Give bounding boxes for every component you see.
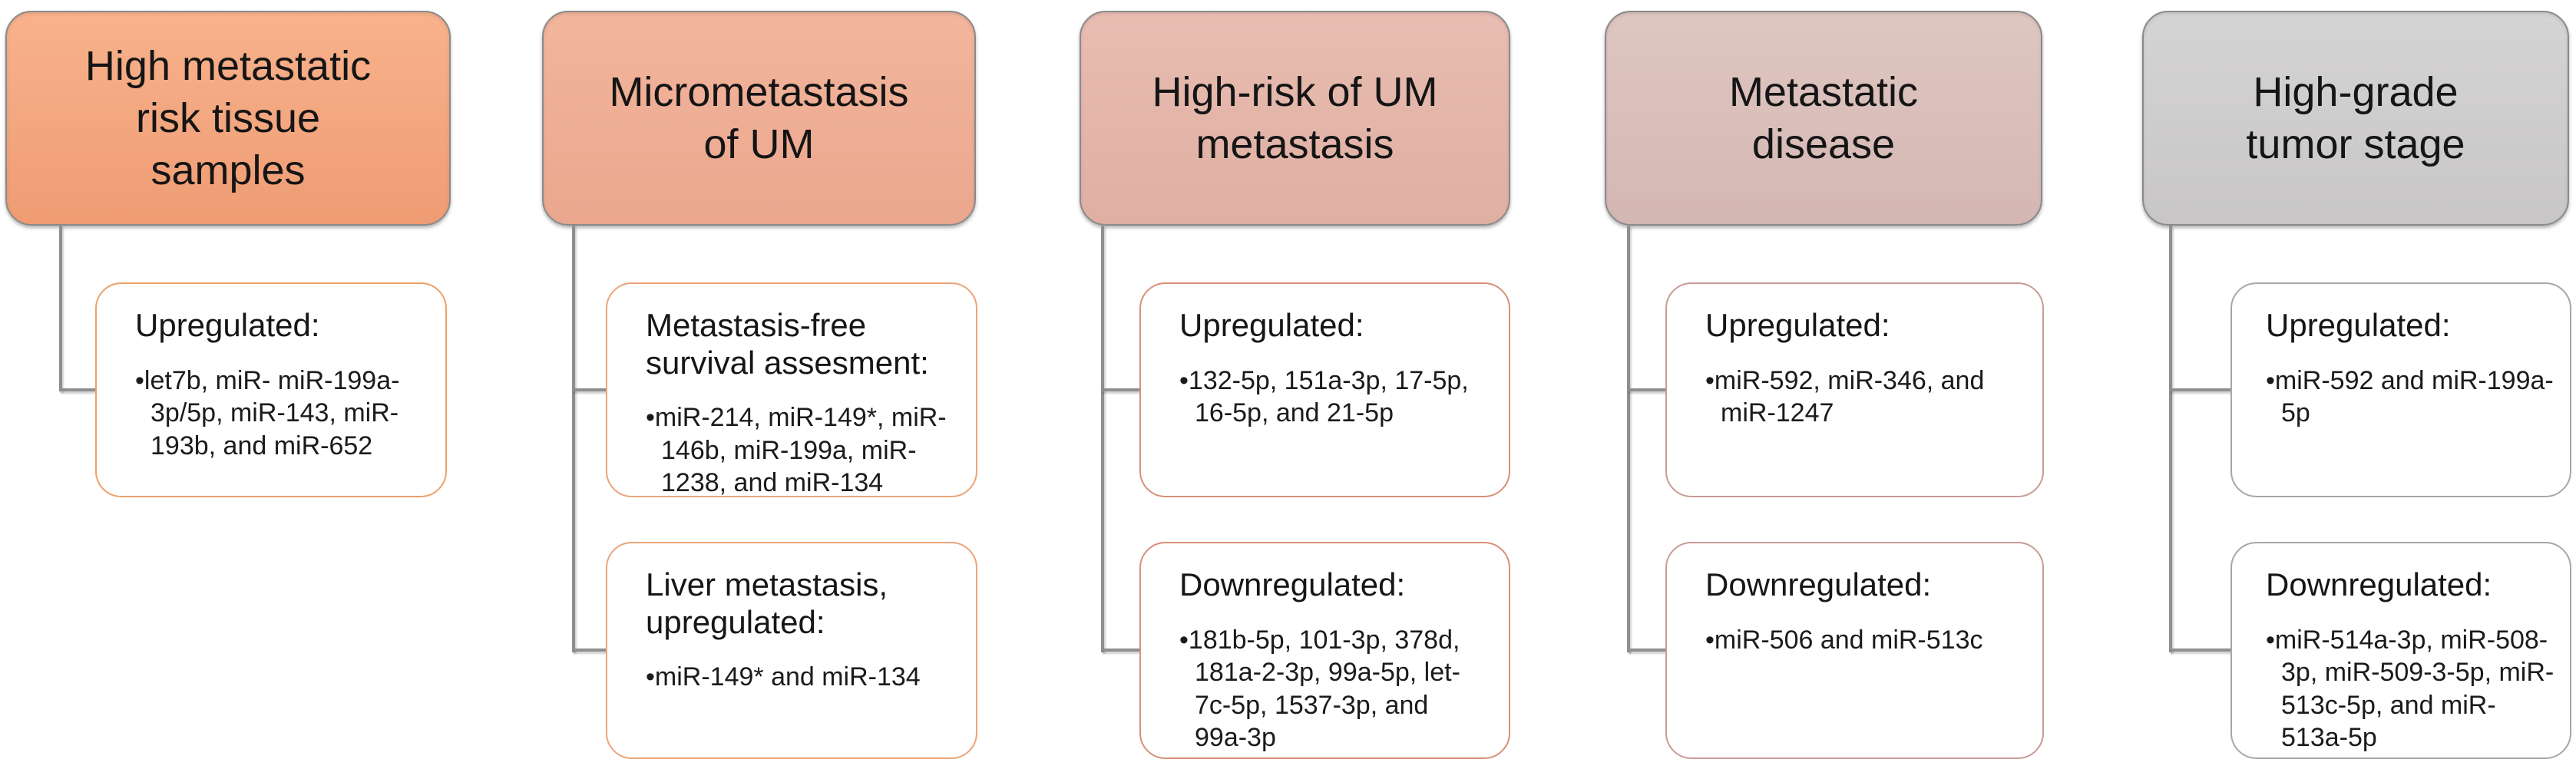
header-box: High-grade tumor stage bbox=[2142, 11, 2569, 226]
connector-line bbox=[572, 226, 575, 652]
child-box: Liver metastasis, upregulated: •miR-149*… bbox=[606, 542, 977, 759]
column-high-metastatic-risk: High metastatic risk tissue samples Upre… bbox=[5, 0, 451, 769]
child-title: Metastasis-free survival assesment: bbox=[646, 307, 929, 381]
bullet-marker: • bbox=[2266, 625, 2275, 655]
connector-stub bbox=[2169, 388, 2238, 391]
connector-line bbox=[1627, 226, 1630, 652]
connector-line bbox=[1101, 226, 1104, 652]
connector-stub bbox=[1627, 649, 1673, 652]
header-box: Micrometastasis of UM bbox=[542, 11, 976, 226]
bullet-marker: • bbox=[1705, 625, 1715, 655]
bullet-marker: • bbox=[646, 403, 655, 433]
child-box: Upregulated: •miR-592 and miR-199a-5p bbox=[2230, 282, 2571, 497]
child-title: Upregulated: bbox=[1705, 307, 1890, 343]
bullet-marker: • bbox=[1179, 365, 1189, 395]
connector-stub bbox=[1627, 388, 1673, 391]
bullet-marker: • bbox=[1705, 365, 1715, 395]
child-title: Downregulated: bbox=[1179, 566, 1406, 602]
connector-stub bbox=[572, 388, 613, 391]
header-box: Metastatic disease bbox=[1605, 11, 2042, 226]
bullet-marker: • bbox=[1179, 625, 1189, 655]
bullet-item: •let7b, miR- miR-199a-3p/5p, miR-143, mi… bbox=[135, 365, 422, 463]
bullet-item: •miR-592, miR-346, and miR-1247 bbox=[1705, 365, 2019, 430]
bullet-item: •miR-149* and miR-134 bbox=[646, 661, 953, 694]
child-box: Downregulated: •miR-514a-3p, miR-508-3p,… bbox=[2230, 542, 2571, 759]
bullet-item: •181b-5p, 101-3p, 378d, 181a-2-3p, 99a-5… bbox=[1179, 624, 1486, 754]
child-box: Downregulated: •181b-5p, 101-3p, 378d, 1… bbox=[1139, 542, 1510, 759]
bullet-item: •miR-214, miR-149*, miR-146b, miR-199a, … bbox=[646, 401, 953, 500]
bullet-text: miR-514a-3p, miR-508-3p, miR-509-3-5p, m… bbox=[2274, 625, 2555, 753]
bullet-marker: • bbox=[646, 662, 655, 692]
child-title: Upregulated: bbox=[1179, 307, 1364, 343]
child-box: Upregulated: •let7b, miR- miR-199a-3p/5p… bbox=[95, 282, 447, 497]
header-box: High metastatic risk tissue samples bbox=[5, 11, 451, 226]
bullet-text: miR-506 and miR-513c bbox=[1714, 625, 1983, 655]
bullet-item: •132-5p, 151a-3p, 17-5p, 16-5p, and 21-5… bbox=[1179, 365, 1486, 430]
connector-stub bbox=[59, 388, 103, 391]
child-box: Upregulated: •132-5p, 151a-3p, 17-5p, 16… bbox=[1139, 282, 1510, 497]
bullet-text: miR-592, miR-346, and miR-1247 bbox=[1714, 365, 1985, 428]
connector-line bbox=[2169, 226, 2172, 652]
column-metastatic-disease: Metastatic disease Upregulated: •miR-592… bbox=[1605, 0, 2044, 769]
child-box: Downregulated: •miR-506 and miR-513c bbox=[1665, 542, 2044, 759]
child-title: Downregulated: bbox=[2266, 566, 2492, 602]
column-micrometastasis-um: Micrometastasis of UM Metastasis-free su… bbox=[542, 0, 977, 769]
child-box: Upregulated: •miR-592, miR-346, and miR-… bbox=[1665, 282, 2044, 497]
connector-stub bbox=[1101, 388, 1147, 391]
child-title: Liver metastasis, upregulated: bbox=[646, 566, 888, 640]
child-title: Upregulated: bbox=[135, 307, 320, 343]
bullet-marker: • bbox=[2266, 365, 2275, 395]
bullet-text: miR-149* and miR-134 bbox=[654, 662, 921, 692]
child-title: Upregulated: bbox=[2266, 307, 2451, 343]
bullet-text: miR-592 and miR-199a-5p bbox=[2274, 365, 2554, 428]
connector-stub bbox=[572, 649, 613, 652]
bullet-text: miR-214, miR-149*, miR-146b, miR-199a, m… bbox=[654, 403, 947, 498]
bullet-item: •miR-514a-3p, miR-508-3p, miR-509-3-5p, … bbox=[2266, 624, 2558, 754]
bullet-item: •miR-506 and miR-513c bbox=[1705, 624, 2019, 657]
bullet-text: 181b-5p, 101-3p, 378d, 181a-2-3p, 99a-5p… bbox=[1188, 625, 1460, 753]
child-box: Metastasis-free survival assesment: •miR… bbox=[606, 282, 977, 497]
column-high-risk-um-metastasis: High-risk of UM metastasis Upregulated: … bbox=[1080, 0, 1510, 769]
connector-stub bbox=[1101, 649, 1147, 652]
bullet-marker: • bbox=[135, 365, 144, 395]
child-title: Downregulated: bbox=[1705, 566, 1932, 602]
header-box: High-risk of UM metastasis bbox=[1080, 11, 1510, 226]
connector-line bbox=[59, 226, 62, 391]
bullet-text: let7b, miR- miR-199a-3p/5p, miR-143, miR… bbox=[144, 365, 400, 460]
column-high-grade-tumor-stage: High-grade tumor stage Upregulated: •miR… bbox=[2142, 0, 2571, 769]
bullet-item: •miR-592 and miR-199a-5p bbox=[2266, 365, 2558, 430]
bullet-text: 132-5p, 151a-3p, 17-5p, 16-5p, and 21-5p bbox=[1188, 365, 1469, 428]
connector-stub bbox=[2169, 649, 2238, 652]
